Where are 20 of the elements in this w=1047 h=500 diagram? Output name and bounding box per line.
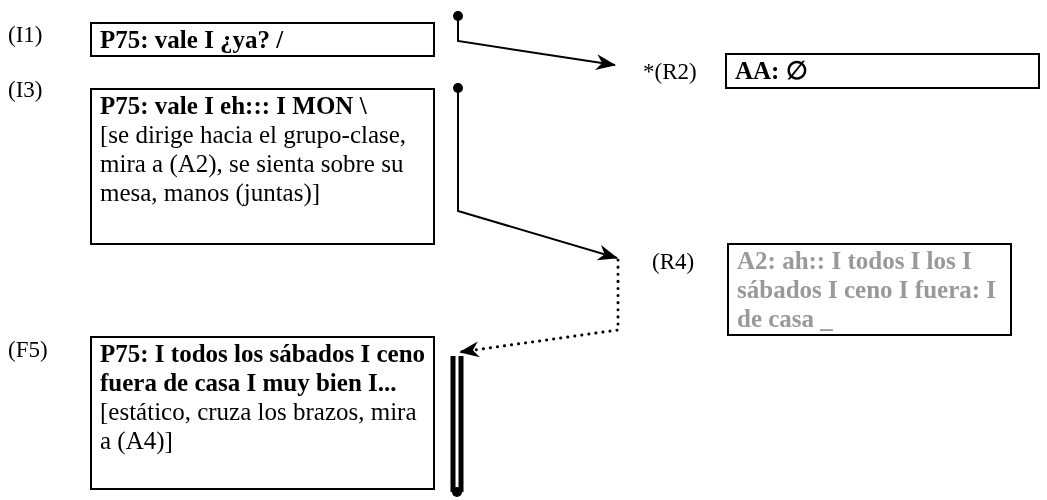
stage-direction: [estático, cruza los brazos, mira a (A4)] [100, 397, 418, 455]
arrow [450, 353, 464, 497]
speaker-turn: P75: I todos los sábados I ceno fuera de casa I muy bien I... [100, 339, 427, 397]
turn-code: (I3) [8, 76, 43, 103]
speaker-turn: P75: vale I ¿ya? / [100, 25, 285, 54]
speaker-turn: A2: ah:: I todos I los I sábados I ceno I fuera: I de casa _ [737, 246, 998, 333]
arrow [453, 11, 616, 71]
turn-code: (R4) [652, 248, 695, 275]
utterance-box [725, 53, 1040, 89]
turn-code: (F5) [8, 336, 48, 363]
speaker-turn: AA: ∅ [735, 56, 809, 85]
stage-direction: [se dirige hacia el grupo-clase, mira a (A2), se sienta sobre su mesa, manos (juntas)] [100, 120, 408, 207]
turn-code: *(R2) [643, 58, 697, 85]
arrow [458, 258, 620, 358]
turn-code: (I1) [8, 21, 43, 48]
utterance-box [90, 336, 435, 490]
speaker-turn: P75: vale I eh::: I MON \ [100, 91, 368, 120]
utterance-box [90, 22, 435, 57]
arrow [453, 83, 618, 261]
utterance-box [90, 88, 435, 245]
